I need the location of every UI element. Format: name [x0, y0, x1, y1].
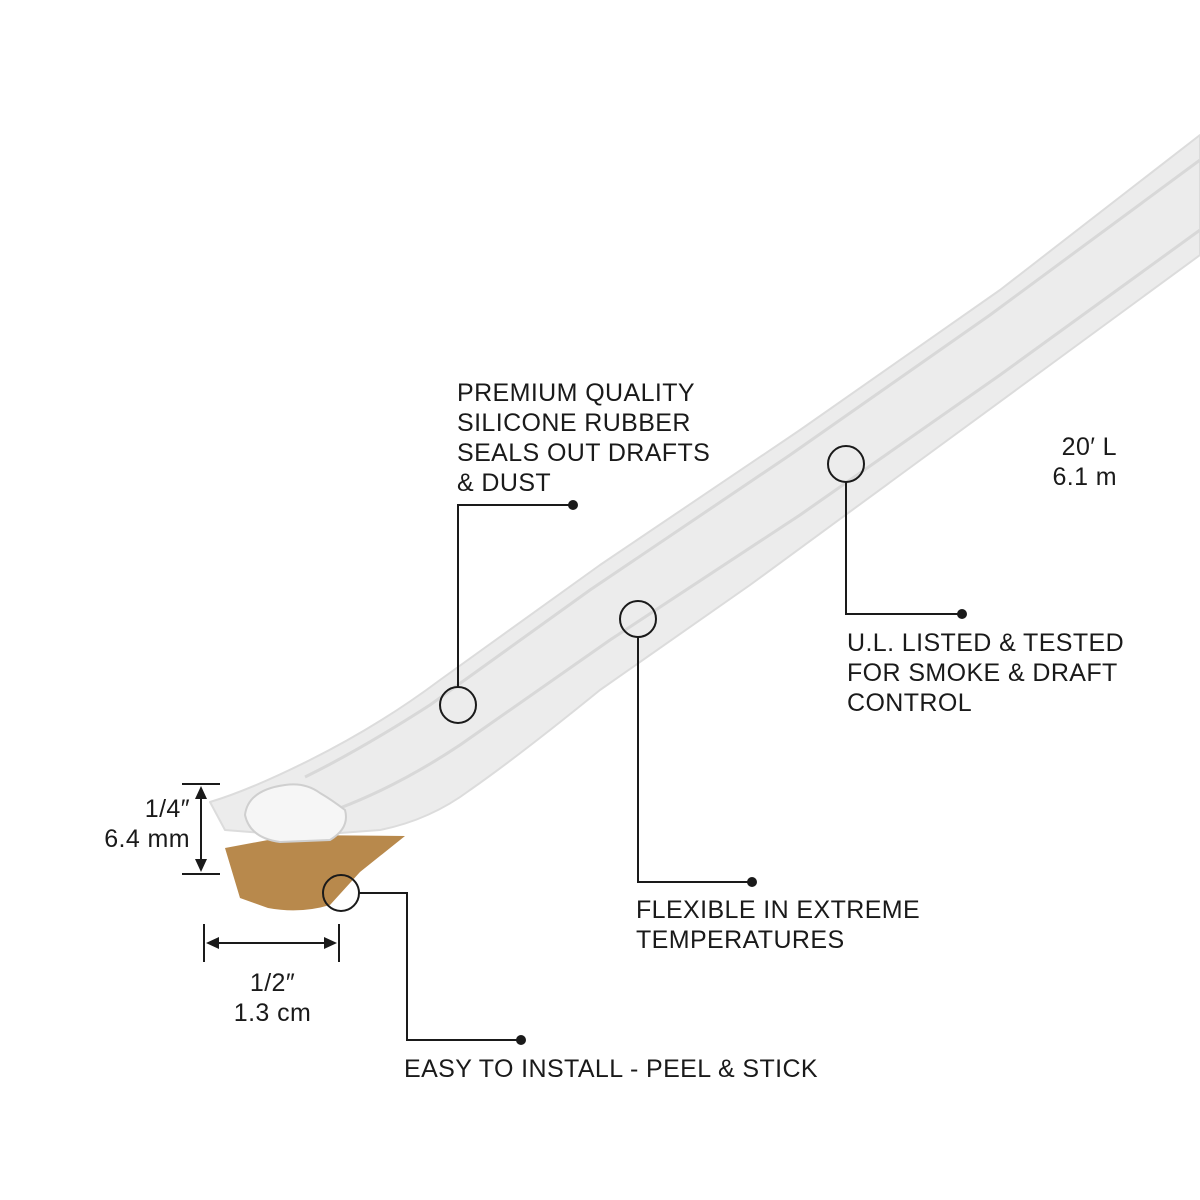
- callout-flexible-dot: [747, 877, 757, 887]
- callout-flexible-text: FLEXIBLE IN EXTREME TEMPERATURES: [636, 895, 920, 955]
- height-dimension-arrow: [182, 783, 220, 875]
- length-label: 20′ L 6.1 m: [1015, 432, 1117, 492]
- callout-flexible-line-1: FLEXIBLE IN EXTREME: [636, 896, 921, 924]
- width-arrow-head-right: [324, 937, 337, 949]
- callout-silicone-leader: [439, 504, 573, 724]
- callout-install-leader: [322, 874, 521, 1041]
- callout-silicone-dot: [568, 500, 578, 510]
- length-imperial: 20′ L: [1061, 433, 1117, 461]
- height-imperial: 1/4″: [144, 795, 190, 823]
- callout-silicone-text: PREMIUM QUALITY SILICONE RUBBER SEALS OU…: [457, 378, 710, 498]
- width-label: 1/2″ 1.3 cm: [200, 968, 345, 1028]
- callout-silicone-line-1: PREMIUM QUALITY: [457, 379, 695, 407]
- adhesive-tape: [225, 835, 405, 911]
- length-metric: 6.1 m: [1052, 463, 1117, 491]
- width-imperial: 1/2″: [249, 969, 296, 997]
- callout-ul-line-1: U.L. LISTED & TESTED: [847, 629, 1125, 657]
- strip-groove-lower: [339, 228, 1200, 810]
- callout-install-text: EASY TO INSTALL - PEEL & STICK: [404, 1054, 818, 1084]
- callout-install-dot: [516, 1035, 526, 1045]
- width-arrow-head-left: [206, 937, 219, 949]
- callout-silicone-line-3: SEALS OUT DRAFTS: [457, 439, 711, 467]
- callout-silicone-line-4: & DUST: [457, 469, 552, 497]
- callout-flexible-line-2: TEMPERATURES: [636, 926, 845, 954]
- height-metric: 6.4 mm: [104, 825, 190, 853]
- strip-end-profile: [243, 783, 347, 844]
- callout-silicone-line-2: SILICONE RUBBER: [457, 409, 691, 437]
- callout-install-line: EASY TO INSTALL - PEEL & STICK: [404, 1055, 819, 1083]
- callout-flexible-leader: [619, 600, 752, 883]
- width-metric: 1.3 cm: [233, 999, 312, 1027]
- height-arrow-head-bottom: [195, 859, 207, 872]
- height-label: 1/4″ 6.4 mm: [70, 794, 190, 854]
- callout-ul-dot: [957, 609, 967, 619]
- callout-ul-line-3: CONTROL: [847, 689, 973, 717]
- strip-groove-upper: [304, 158, 1200, 779]
- callout-ul-line-2: FOR SMOKE & DRAFT: [847, 659, 1118, 687]
- height-arrow-head-top: [195, 786, 207, 799]
- callout-ul-leader: [827, 445, 962, 615]
- callout-ul-text: U.L. LISTED & TESTED FOR SMOKE & DRAFT C…: [847, 628, 1124, 718]
- silicone-strip: [209, 134, 1200, 837]
- width-dimension-arrow: [203, 924, 340, 962]
